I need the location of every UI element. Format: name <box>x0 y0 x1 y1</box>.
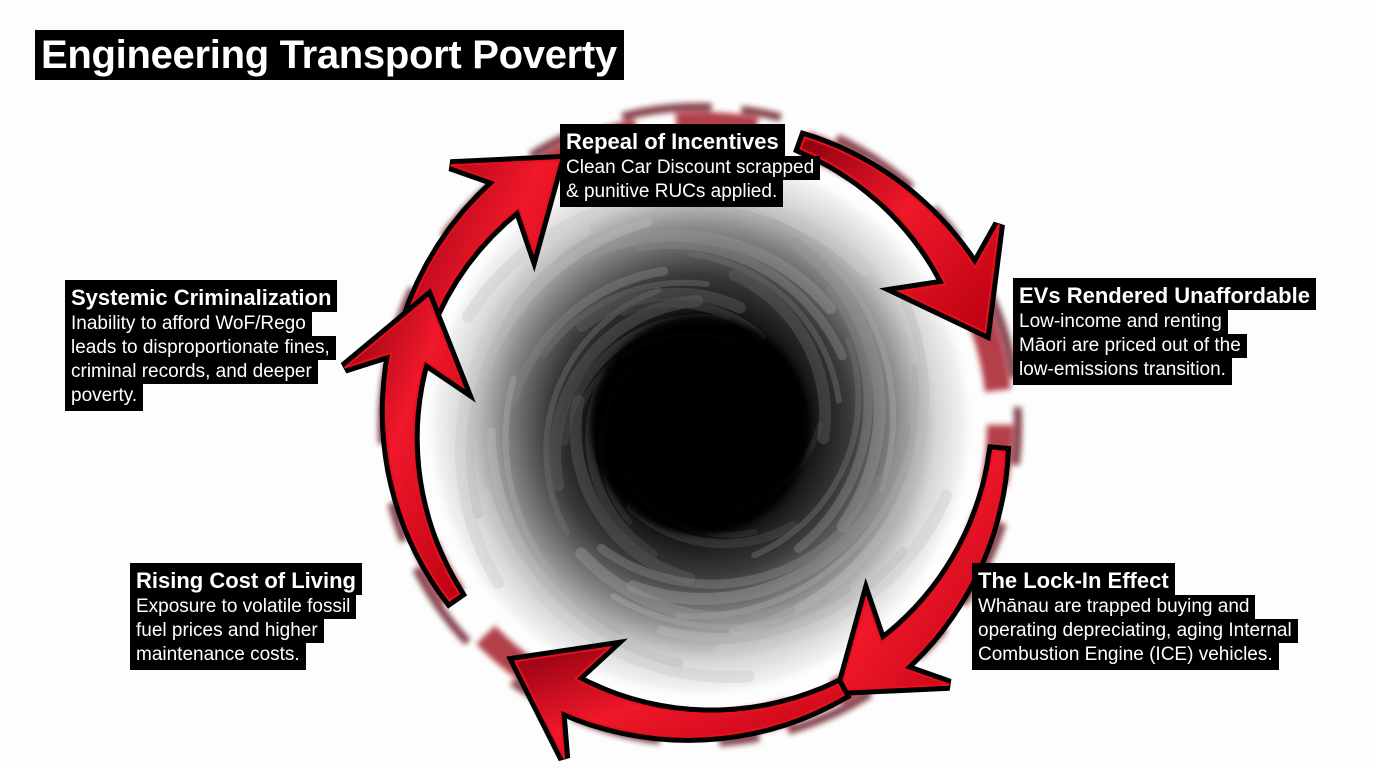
stage-label-rising-cost-of-living: Rising Cost of Living Exposure to volati… <box>130 563 362 670</box>
vortex-swirl <box>575 547 796 625</box>
stage-body-line: Clean Car Discount scrapped <box>560 156 821 180</box>
stage-body-line: Inability to afford WoF/Rego <box>65 312 312 336</box>
stage-label-lock-in-effect: The Lock-In Effect Whānau are trapped bu… <box>972 563 1298 670</box>
stage-body-line: poverty. <box>65 384 144 411</box>
arrow-fill <box>799 136 1000 334</box>
arrow-fill <box>343 296 466 602</box>
vortex-swirl <box>729 297 930 636</box>
stage-body-line: Whānau are trapped buying and <box>972 595 1256 619</box>
vortex-swirl <box>596 475 885 589</box>
stage-body-line: maintenance costs. <box>130 643 306 670</box>
vortex-icon <box>425 150 975 700</box>
stage-body-line: & punitive RUCs applied. <box>560 180 784 207</box>
curved-arrow-icon <box>793 129 1005 342</box>
stage-heading: EVs Rendered Unaffordable <box>1013 278 1316 310</box>
vortex-swirl <box>714 489 953 657</box>
vortex-swirl <box>688 251 842 404</box>
vortex-swirl <box>502 375 624 636</box>
page-title: Engineering Transport Poverty <box>35 30 624 80</box>
stage-body-line: criminal records, and deeper <box>65 360 318 384</box>
arrow-fill <box>513 645 845 759</box>
vortex-swirl <box>634 240 847 361</box>
stage-body-line: low-emissions transition. <box>1013 358 1232 385</box>
vortex-swirl <box>656 547 908 642</box>
vortex-swirl <box>626 422 911 605</box>
stage-heading: Systemic Criminalization <box>65 280 338 312</box>
stage-body-line: leads to disproportionate fines, <box>65 336 336 360</box>
curved-arrow-icon <box>340 288 476 609</box>
vortex-swirl <box>569 394 696 585</box>
vortex-swirl <box>610 587 852 630</box>
vortex-swirl <box>743 204 897 492</box>
stage-heading: Rising Cost of Living <box>130 563 362 595</box>
vortex-swirl <box>479 488 755 683</box>
stage-label-repeal-of-incentives: Repeal of Incentives Clean Car Discount … <box>560 124 821 207</box>
vortex-swirl <box>794 285 873 553</box>
vortex-swirl <box>465 218 652 519</box>
vortex-swirl <box>540 279 710 359</box>
stage-body-line: Exposure to volatile fossil <box>130 595 357 619</box>
stage-body-line: operating depreciating, aging Internal <box>972 619 1298 643</box>
vortex-swirl <box>751 336 862 559</box>
stage-body-line: Māori are priced out of the <box>1013 334 1247 358</box>
vortex-swirl <box>549 295 704 492</box>
vortex-swirl <box>790 238 886 533</box>
stage-body-line: Low-income and renting <box>1013 310 1228 334</box>
stage-heading: The Lock-In Effect <box>972 563 1175 595</box>
vortex-swirl <box>509 266 669 404</box>
stage-heading: Repeal of Incentives <box>560 124 785 156</box>
curved-arrow-icon <box>506 638 852 762</box>
stage-body-line: Combustion Engine (ICE) vehicles. <box>972 643 1279 670</box>
vortex-swirl <box>576 229 837 315</box>
stage-label-systemic-criminalization: Systemic Criminalization Inability to af… <box>65 280 338 411</box>
vortex-swirl <box>576 287 746 332</box>
vortex-swirl <box>728 268 831 445</box>
vortex-swirl <box>486 427 684 668</box>
vortex-swirl <box>543 287 662 536</box>
stage-label-evs-rendered-unaffordable: EVs Rendered Unaffordable Low-income and… <box>1013 278 1316 385</box>
stage-body-line: fuel prices and higher <box>130 619 324 643</box>
vortex-swirl <box>674 364 920 620</box>
